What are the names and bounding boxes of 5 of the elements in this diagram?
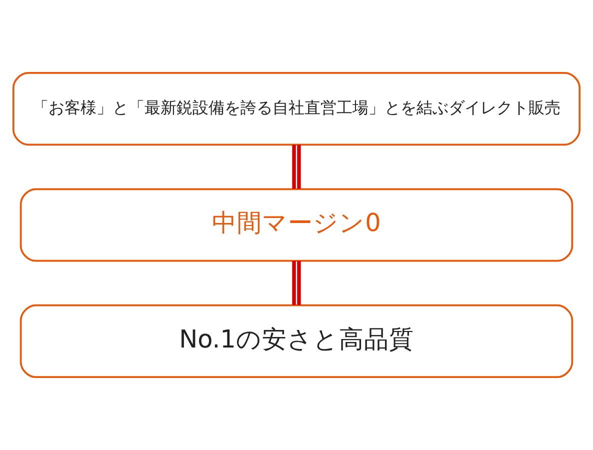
node-box: 中間マージン0 [20,188,574,262]
connector [292,260,301,306]
node-box: 「お客様」と「最新鋭設備を誇る自社直営工場」とを結ぶダイレクト販売 [12,72,581,146]
node-box: No.1の安さと高品質 [20,304,574,378]
connector [292,144,301,189]
